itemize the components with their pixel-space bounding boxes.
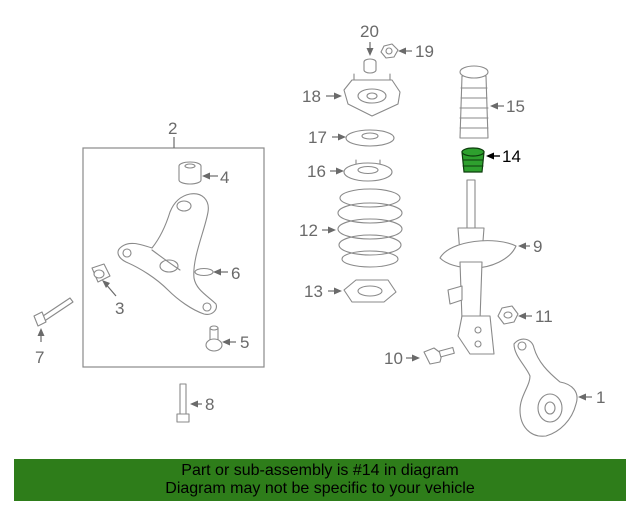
part-11-nut[interactable] bbox=[497, 305, 519, 325]
part-16-spring-seat[interactable] bbox=[343, 159, 393, 182]
callout-17: 17 bbox=[308, 128, 327, 147]
callout-15: 15 bbox=[506, 97, 525, 116]
callout-3: 3 bbox=[115, 299, 124, 318]
callout-12: 12 bbox=[299, 221, 318, 240]
footer-line-2: Diagram may not be specific to your vehi… bbox=[165, 480, 475, 497]
footer-banner: Part or sub-assembly is #14 in diagram D… bbox=[14, 459, 626, 501]
part-1-steering-knuckle[interactable] bbox=[513, 338, 578, 437]
part-5-ball-joint[interactable] bbox=[205, 325, 223, 352]
part-6-ring[interactable] bbox=[194, 267, 214, 277]
callout-6: 6 bbox=[231, 264, 240, 283]
callout-10: 10 bbox=[384, 349, 403, 368]
part-2-lower-control-arm[interactable] bbox=[117, 193, 217, 315]
part-4-bushing[interactable] bbox=[178, 161, 202, 185]
part-7-bolt[interactable] bbox=[33, 297, 74, 327]
callout-11: 11 bbox=[535, 307, 553, 326]
callout-8: 8 bbox=[205, 395, 214, 414]
part-9-strut[interactable] bbox=[439, 179, 517, 355]
callout-16: 16 bbox=[307, 162, 326, 181]
callout-5: 5 bbox=[240, 333, 249, 352]
callout-19: 19 bbox=[415, 42, 434, 61]
part-14-bump-stop[interactable] bbox=[461, 147, 485, 173]
callout-7: 7 bbox=[35, 348, 44, 367]
callout-13: 13 bbox=[304, 282, 323, 301]
part-13-lower-spring-seat[interactable] bbox=[343, 279, 397, 303]
footer-line-1: Part or sub-assembly is #14 in diagram bbox=[181, 462, 459, 479]
callout-4: 4 bbox=[220, 168, 229, 187]
part-3-bushing[interactable] bbox=[91, 263, 111, 283]
part-15-dust-boot[interactable] bbox=[459, 65, 489, 139]
part-17-bearing[interactable] bbox=[345, 129, 395, 147]
part-12-coil-spring[interactable] bbox=[337, 188, 403, 268]
callout-18: 18 bbox=[302, 87, 321, 106]
callout-9: 9 bbox=[533, 237, 542, 256]
callout-20: 20 bbox=[360, 22, 379, 41]
suspension-parts-diagram: 1 2 3 4 5 6 7 8 9 10 11 12 13 14 15 16 1… bbox=[33, 22, 605, 437]
part-20-cap[interactable] bbox=[363, 58, 377, 74]
part-18-strut-mount[interactable] bbox=[343, 73, 401, 117]
callout-1: 1 bbox=[596, 388, 605, 407]
callout-14: 14 bbox=[502, 147, 521, 166]
callout-2: 2 bbox=[168, 119, 177, 138]
part-10-bolt[interactable] bbox=[423, 346, 455, 365]
part-19-nut[interactable] bbox=[380, 43, 399, 59]
part-8-bolt[interactable] bbox=[176, 383, 190, 423]
